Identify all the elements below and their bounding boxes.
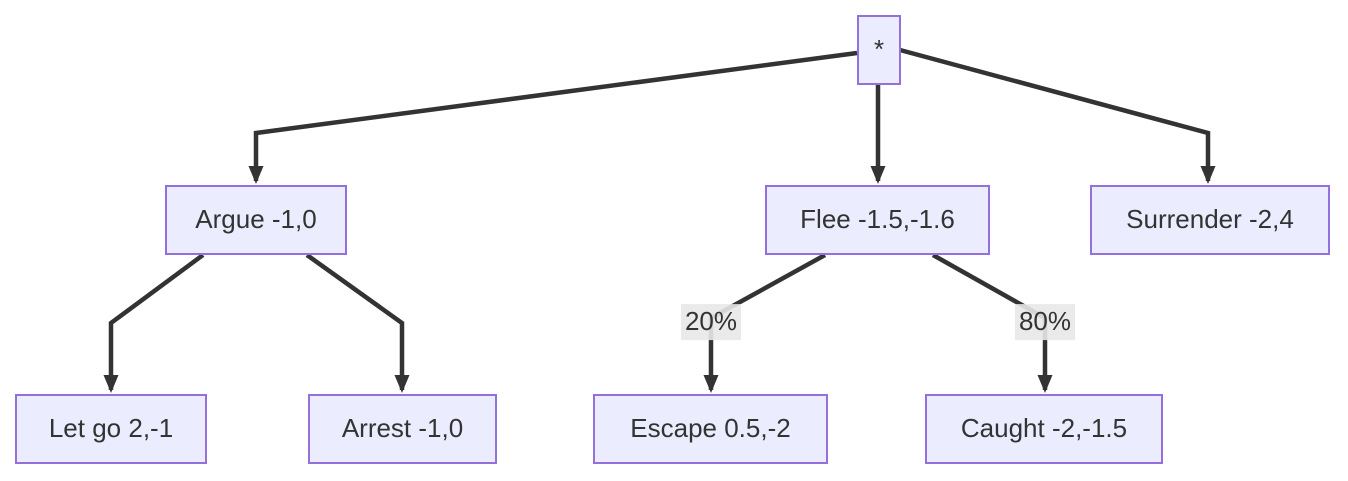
- edge-label-flee-escape-probability: 20%: [680, 304, 742, 340]
- node-let-go-label: Let go 2,-1: [48, 412, 174, 443]
- node-arrest: Arrest -1,0: [308, 394, 497, 464]
- edge-argue-letgo: [103, 253, 205, 393]
- node-surrender: Surrender -2,4: [1090, 185, 1330, 255]
- node-argue-label: Argue -1,0: [195, 203, 317, 234]
- node-flee: Flee -1.5,-1.6: [765, 185, 990, 255]
- edge-root-argue: [248, 50, 858, 184]
- node-escape-label: Escape 0.5,-2: [630, 412, 791, 443]
- node-root-label: *: [873, 33, 885, 64]
- node-flee-label: Flee -1.5,-1.6: [800, 203, 955, 234]
- edge-label-flee-caught-probability: 80%: [1014, 304, 1076, 340]
- edge-argue-arrest: [305, 253, 410, 393]
- node-escape: Escape 0.5,-2: [593, 394, 828, 464]
- node-argue: Argue -1,0: [165, 185, 347, 255]
- node-root: *: [857, 15, 901, 85]
- node-caught: Caught -2,-1.5: [925, 394, 1163, 464]
- node-let-go: Let go 2,-1: [15, 394, 207, 464]
- node-caught-label: Caught -2,-1.5: [960, 412, 1128, 443]
- node-arrest-label: Arrest -1,0: [341, 412, 464, 443]
- node-surrender-label: Surrender -2,4: [1126, 203, 1294, 234]
- edge-root-surrender: [899, 47, 1216, 184]
